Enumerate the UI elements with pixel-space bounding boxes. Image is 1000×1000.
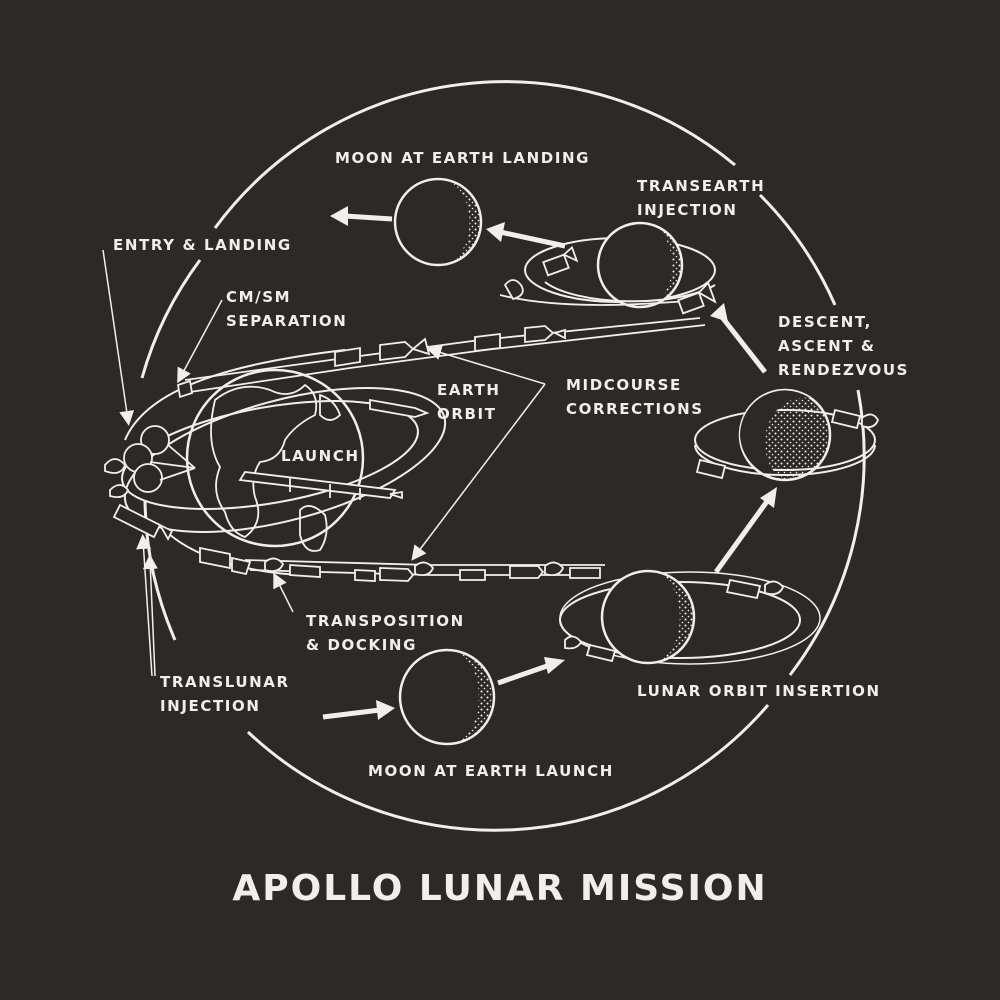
label-earth-orbit: EARTH ORBIT	[437, 378, 501, 426]
label-line: & DOCKING	[306, 636, 417, 654]
label-moon-at-earth-launch: MOON AT EARTH LAUNCH	[368, 762, 614, 780]
label-line: SEPARATION	[226, 312, 348, 330]
spacecraft-descent	[695, 408, 880, 480]
launch-rocket	[238, 471, 403, 500]
label-line: ORBIT	[437, 405, 497, 423]
label-line: DESCENT,	[778, 313, 872, 331]
label-cm-sm-separation: CM/SM SEPARATION	[226, 285, 347, 333]
outer-circle	[140, 80, 866, 832]
label-line: RENDEZVOUS	[778, 361, 910, 379]
moon-at-earth-launch	[398, 648, 496, 746]
label-line: INJECTION	[637, 201, 738, 219]
thick-arrows	[322, 206, 777, 720]
moon-transearth	[524, 221, 716, 309]
moon-lunar-orbit	[559, 569, 821, 665]
leader-lines	[102, 249, 546, 677]
label-launch: LAUNCH	[281, 447, 360, 465]
spacecraft-transposition	[199, 546, 601, 582]
label-line: INJECTION	[160, 697, 261, 715]
parachutes	[104, 425, 196, 499]
label-transposition-docking: TRANSPOSITION & DOCKING	[306, 609, 465, 657]
label-line: CORRECTIONS	[566, 400, 704, 418]
label-moon-at-earth-landing: MOON AT EARTH LANDING	[335, 149, 591, 167]
label-line: ASCENT &	[778, 337, 876, 355]
label-entry-landing: ENTRY & LANDING	[113, 236, 292, 254]
label-midcourse-corrections: MIDCOURSE CORRECTIONS	[566, 373, 704, 421]
page-title: APOLLO LUNAR MISSION	[232, 868, 768, 909]
spacecraft-lunar-orbit	[564, 578, 785, 663]
label-descent-ascent-rendezvous: DESCENT, ASCENT & RENDEZVOUS	[778, 310, 909, 382]
moon-descent	[694, 388, 876, 482]
label-line: EARTH	[437, 381, 501, 399]
label-line: TRANSPOSITION	[306, 612, 465, 630]
spacecraft-cmsm	[334, 325, 566, 368]
label-line: TRANSLUNAR	[160, 673, 290, 691]
label-line: CM/SM	[226, 288, 292, 306]
label-line: MIDCOURSE	[566, 376, 682, 394]
label-translunar-injection: TRANSLUNAR INJECTION	[160, 670, 290, 718]
label-lunar-orbit-insertion: LUNAR ORBIT INSERTION	[637, 682, 881, 700]
spacecraft-transearth	[503, 245, 717, 315]
label-line: TRANSEARTH	[637, 177, 766, 195]
label-transearth-injection: TRANSEARTH INJECTION	[637, 174, 765, 222]
moon-at-earth-landing	[393, 177, 483, 267]
spacecraft-group	[104, 245, 880, 663]
spacecraft-earth-orbit	[369, 398, 430, 418]
